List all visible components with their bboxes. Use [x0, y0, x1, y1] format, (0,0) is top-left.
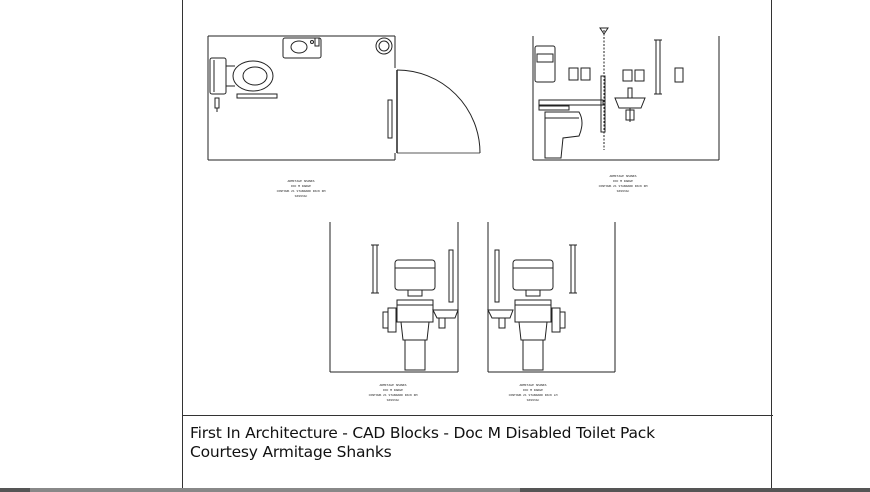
- front-left-label-1: ARMITAGE SHANKS: [379, 383, 406, 387]
- title-block: First In Architecture - CAD Blocks - Doc…: [183, 415, 773, 489]
- front-right-label-3: CONTOUR 21 STANDARD PACK LH: [509, 393, 558, 397]
- plan-label-1: ARMITAGE SHANKS: [287, 179, 314, 183]
- front-left-label-4: S6993AC: [387, 398, 400, 402]
- plan-label-2: DOC M RANGE: [291, 184, 311, 188]
- cad-drawing: ARMITAGE SHANKS DOC M RANGE CONTOUR 21 S…: [207, 27, 720, 402]
- front-right-label-4: S6993AC: [527, 398, 540, 402]
- front-right-label-2: DOC M RANGE: [523, 388, 543, 392]
- front-elevation-right: [487, 222, 616, 373]
- strip-highlight: [30, 488, 520, 492]
- side-elevation: [532, 27, 720, 161]
- side-label-1: ARMITAGE SHANKS: [609, 174, 636, 178]
- drawing-sheet: ARMITAGE SHANKS DOC M RANGE CONTOUR 21 S…: [182, 0, 773, 489]
- front-elevation-left: [329, 222, 459, 373]
- plan-view: [207, 35, 481, 161]
- title-line-1: First In Architecture - CAD Blocks - Doc…: [190, 424, 655, 442]
- plan-label-4: S6993AC: [295, 194, 308, 198]
- bottom-scroll-strip: [0, 488, 870, 492]
- side-label-3: CONTOUR 21 STANDARD PACK RH: [599, 184, 648, 188]
- side-label-4: S6993AC: [617, 189, 630, 193]
- front-left-label-3: CONTOUR 21 STANDARD PACK RH: [369, 393, 418, 397]
- front-right-label-1: ARMITAGE SHANKS: [519, 383, 546, 387]
- side-label-2: DOC M RANGE: [613, 179, 633, 183]
- title-line-2: Courtesy Armitage Shanks: [190, 443, 392, 461]
- plan-label-3: CONTOUR 21 STANDARD PACK RH: [277, 189, 326, 193]
- front-left-label-2: DOC M RANGE: [383, 388, 403, 392]
